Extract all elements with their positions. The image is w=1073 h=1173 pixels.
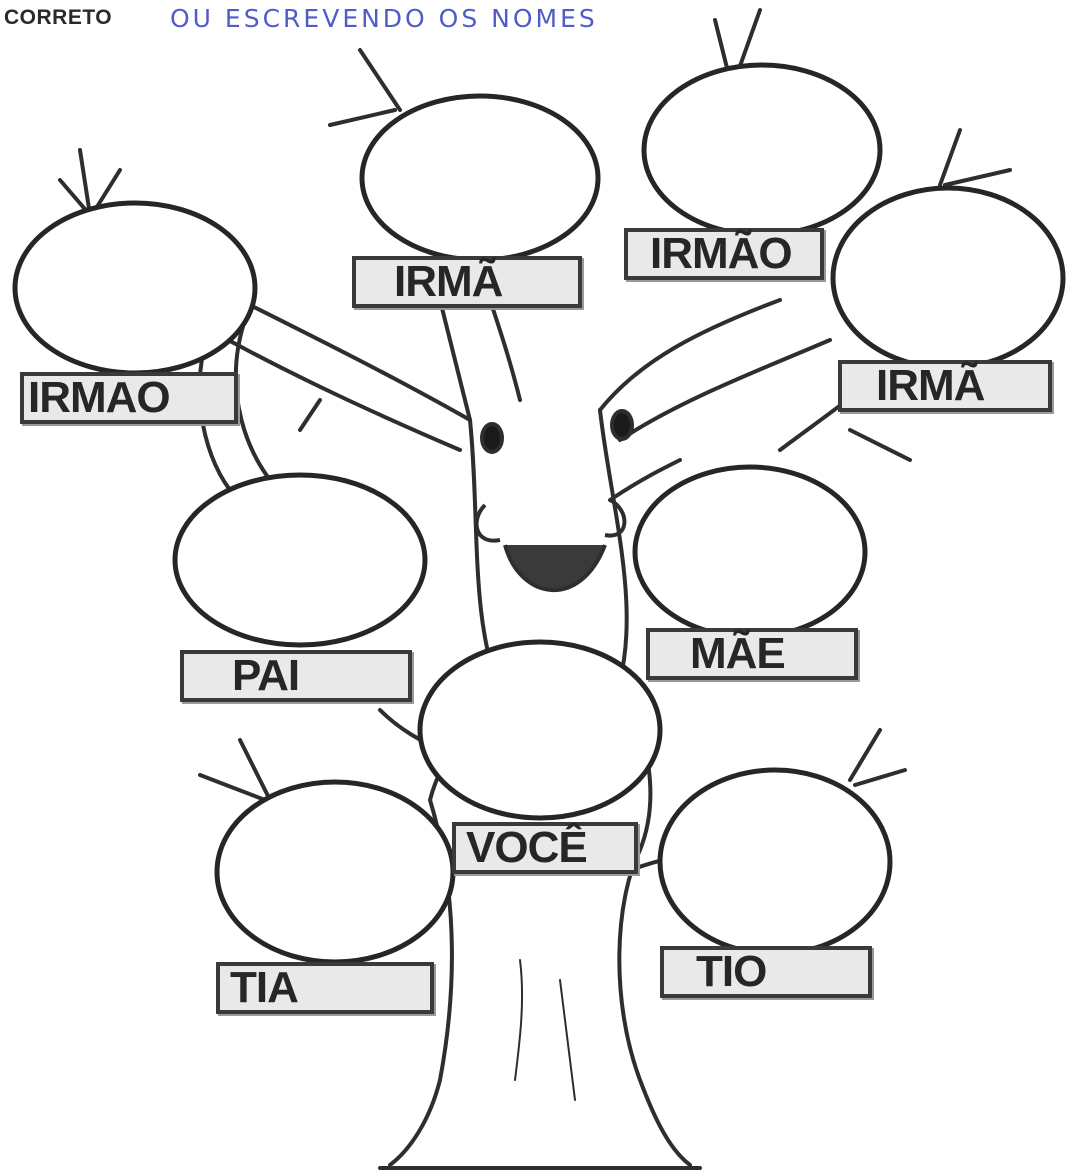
tree-eye-right (612, 411, 632, 439)
label-box-irma-top: IRMÃ (352, 256, 582, 308)
label-box-tia: TIA (216, 962, 434, 1014)
instruction-printed-text: CORRETO (4, 6, 112, 30)
label-box-pai: PAI (180, 650, 412, 702)
twig-left-short (300, 400, 320, 430)
label-irma-right: IRMÃ (842, 364, 1048, 408)
label-box-voce: VOCÊ (452, 822, 638, 874)
branch-center-right (490, 300, 520, 400)
twig-tio-a (850, 730, 880, 780)
twig-tia-b (200, 775, 265, 800)
branch-to-pai-inner (236, 320, 270, 480)
tree-smile (505, 545, 605, 590)
oval-irma-top (362, 96, 598, 260)
oval-mae (635, 467, 865, 637)
oval-pai (175, 475, 425, 645)
tree-eye-left (482, 424, 502, 452)
bark-line-2 (560, 980, 575, 1100)
label-pai: PAI (184, 654, 408, 698)
branch-right-upper (600, 300, 780, 410)
label-box-irma-right: IRMÃ (838, 360, 1052, 412)
twig-tio-b (855, 770, 905, 785)
oval-irma-right (833, 188, 1063, 368)
twig-far-right-a (940, 130, 960, 185)
label-box-irmao-top: IRMÃO (624, 228, 824, 280)
label-irma-top: IRMÃ (356, 260, 578, 304)
label-box-tio: TIO (660, 946, 872, 998)
label-box-mae: MÃE (646, 628, 858, 680)
label-box-irmao-left: IRMAO (20, 372, 238, 424)
label-irmao-top: IRMÃO (628, 232, 820, 276)
instruction-handwritten-text: OU ESCREVENDO OS NOMES (170, 4, 598, 33)
bark-line-1 (515, 960, 522, 1080)
oval-tio (660, 770, 890, 954)
label-irmao-left: IRMAO (24, 376, 234, 420)
oval-voce (420, 642, 660, 818)
label-mae: MÃE (650, 632, 854, 676)
twig-right (850, 430, 910, 460)
label-tio: TIO (664, 950, 868, 994)
label-tia: TIA (220, 966, 430, 1010)
oval-tia (217, 782, 453, 962)
oval-irmao-top (644, 65, 880, 235)
branch-center-left (440, 300, 470, 420)
twig-far-right-b (945, 170, 1010, 185)
branch-right-lower (620, 340, 830, 440)
label-voce: VOCÊ (456, 826, 634, 870)
tree-cheek-left (477, 505, 500, 541)
oval-irmao-left (15, 203, 255, 373)
twig-top-center-a (360, 50, 400, 110)
twig-top-center-b (330, 110, 395, 125)
